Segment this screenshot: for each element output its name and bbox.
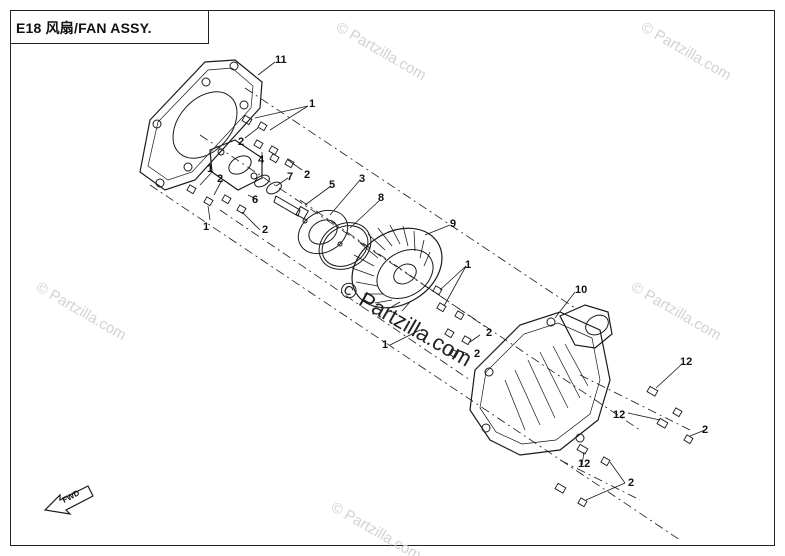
callout-1: 1 (465, 259, 471, 271)
callout-2: 2 (628, 477, 634, 489)
callout-8: 8 (378, 192, 384, 204)
rear-cover-plate (139, 59, 263, 191)
bolt-group-right (554, 385, 694, 508)
watermark-top-center: © Partzilla.com (333, 19, 429, 84)
shaft-bolt (273, 195, 310, 220)
fan-impeller (351, 224, 443, 312)
callout-2: 2 (238, 136, 244, 148)
bolt-group-top (241, 114, 295, 169)
bolt-group-center (432, 285, 472, 359)
callout-11: 11 (275, 54, 287, 66)
callout-1: 1 (207, 163, 213, 175)
callout-3: 3 (359, 173, 365, 185)
watermark-top-right: © Partzilla.com (638, 19, 734, 84)
fan-cover (469, 304, 613, 456)
callout-5: 5 (329, 179, 335, 191)
o-ring (318, 222, 372, 270)
callout-12: 12 (578, 458, 590, 470)
callout-1: 1 (382, 339, 388, 351)
callout-4: 4 (258, 154, 265, 166)
gasket (297, 209, 349, 255)
bolt-group-left (186, 184, 247, 215)
watermark-mid-left: © Partzilla.com (33, 279, 129, 344)
callout-labels: 11 1 2 4 2 7 1 2 6 5 3 8 1 2 9 1 2 1 2 1… (203, 54, 708, 489)
callout-10: 10 (575, 284, 587, 296)
callout-2: 2 (304, 169, 310, 181)
leader-lines (199, 61, 706, 501)
title-block (10, 10, 209, 44)
watermarks: © Partzilla.com © Partzilla.com © Partzi… (33, 19, 734, 556)
watermark-mid-right: © Partzilla.com (628, 279, 724, 344)
callout-12: 12 (613, 409, 625, 421)
callout-9: 9 (450, 218, 456, 230)
drawing-frame (10, 10, 775, 546)
washers (254, 174, 282, 195)
callout-2: 2 (474, 348, 480, 360)
callout-7: 7 (287, 171, 293, 183)
assembly-axis-lines (149, 87, 691, 541)
callout-6: 6 (252, 194, 258, 206)
watermark-bottom-center: © Partzilla.com (328, 499, 424, 556)
callout-2: 2 (262, 224, 268, 236)
callout-2: 2 (702, 424, 708, 436)
callout-2: 2 (217, 173, 223, 185)
callout-2: 2 (486, 327, 492, 339)
fasteners (186, 114, 694, 508)
callout-12: 12 (680, 356, 692, 368)
fwd-arrow-icon (43, 485, 94, 515)
callout-1: 1 (309, 98, 315, 110)
diagram-title: E18 风扇/FAN ASSY. (16, 20, 152, 36)
callout-1: 1 (203, 221, 209, 233)
